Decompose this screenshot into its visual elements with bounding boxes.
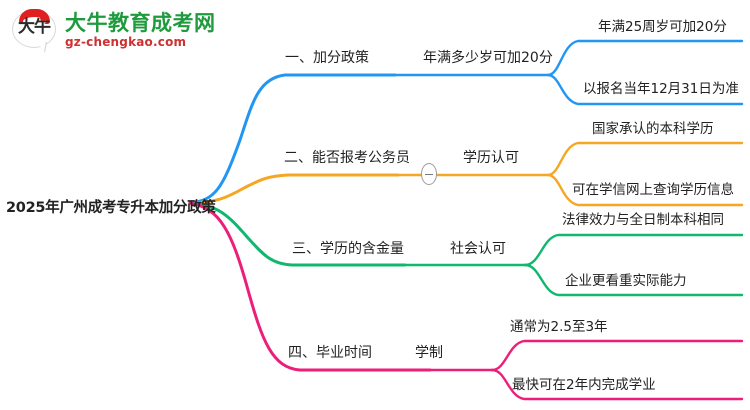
logo-mark-icon: 大牛 — [12, 8, 58, 52]
branch-4-leaf-1[interactable]: 通常为2.5至3年 — [510, 319, 608, 335]
branch-3-leaf-1-connector — [523, 233, 744, 267]
branch-node-2[interactable]: 二、能否报考公务员 — [284, 150, 410, 166]
logo-title: 大牛教育成考网 — [65, 10, 216, 35]
branch-1-middle-node[interactable]: 年满多少岁可加20分 — [423, 50, 553, 66]
site-logo: 大牛 大牛教育成考网 gz-chengkao.com — [12, 8, 216, 52]
branch-2-leaf-2-connector — [546, 173, 744, 207]
branch-1-leaf-1-connector — [546, 39, 744, 77]
branch-4-middle-node[interactable]: 学制 — [415, 345, 443, 361]
branch-node-3[interactable]: 三、学历的含金量 — [292, 241, 404, 257]
branch-1-leaf-2-connector — [546, 73, 744, 106]
branch-3-leaf-2[interactable]: 企业更看重实际能力 — [565, 273, 687, 289]
branch-1-leaf-2[interactable]: 以报名当年12月31日为准 — [583, 81, 739, 97]
branch-2-trunk — [188, 173, 400, 205]
minus-icon — [425, 173, 433, 176]
branch-2-leaf-1[interactable]: 国家承认的本科学历 — [592, 121, 714, 137]
branch-3-trunk — [188, 201, 407, 267]
branch-4-leaf-2-connector — [490, 368, 744, 401]
logo-subtitle: gz-chengkao.com — [65, 34, 187, 49]
logo-text-block: 大牛教育成考网 gz-chengkao.com — [65, 12, 216, 49]
branch-2-leaf-1-connector — [546, 141, 744, 177]
branch-collapse-toggle-icon[interactable] — [421, 163, 437, 185]
branch-4-leaf-1-connector — [490, 339, 744, 372]
logo-bubble-tail-shape — [37, 41, 46, 52]
branch-3-leaf-1[interactable]: 法律效力与全日制本科相同 — [562, 212, 724, 228]
branch-4-leaf-2[interactable]: 最快可在2年内完成学业 — [512, 377, 656, 393]
logo-mark-text: 大牛 — [18, 17, 51, 37]
branch-3-leaf-2-connector — [523, 263, 744, 297]
branch-node-4[interactable]: 四、毕业时间 — [288, 345, 372, 361]
branch-node-1[interactable]: 一、加分政策 — [285, 50, 369, 66]
branch-3-middle-node[interactable]: 社会认可 — [450, 241, 506, 257]
branch-1-trunk — [188, 73, 397, 205]
branch-2-leaf-2[interactable]: 可在学信网上查询学历信息 — [572, 182, 734, 198]
branch-4-trunk — [188, 201, 432, 372]
logo-cap-dot-shape — [40, 15, 46, 21]
mindmap-root-node[interactable]: 2025年广州成考专升本加分政策 — [6, 200, 216, 216]
branch-2-middle-node[interactable]: 学历认可 — [463, 150, 519, 166]
branch-1-leaf-1[interactable]: 年满25周岁可加20分 — [598, 19, 727, 35]
